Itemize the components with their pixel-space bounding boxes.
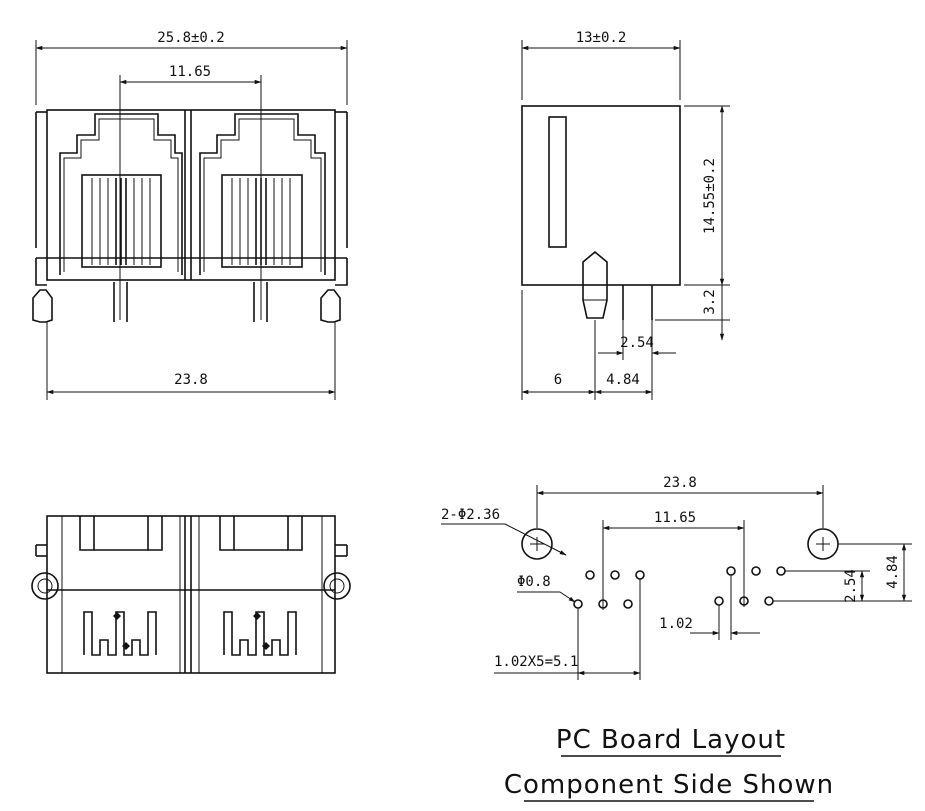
side-depth-dim: 13±0.2 [576, 30, 627, 46]
side-rear-offset-dim: 4.84 [606, 372, 640, 388]
side-front-offset-dim: 6 [554, 372, 562, 388]
pcb-pin-run-dim: 1.02X5=5.1 [494, 654, 578, 670]
pcb-pin-hole-dim: Φ0.8 [517, 574, 551, 590]
caption-component-side: Component Side Shown [504, 770, 834, 800]
pcb-mount-hole-dim: 2-Φ2.36 [441, 507, 500, 523]
front-width-dim: 25.8±0.2 [157, 30, 224, 46]
pcb-pin-pitch-dim: 1.02 [659, 616, 693, 632]
pcb-row-to-mount-dim: 4.84 [885, 555, 901, 589]
pcb-layout: 23.8 2-Φ2.36 11.65 Φ0.8 1.02 1.02X5=5.1 … [441, 475, 912, 680]
pcb-row-spacing-dim: 2.54 [843, 569, 859, 603]
mount-hole-left [521, 528, 553, 560]
front-pitch-dim: 11.65 [169, 64, 211, 80]
pin-holes-right [714, 566, 786, 606]
front-mount-span-dim: 23.8 [174, 372, 208, 388]
pcb-mount-span-dim: 23.8 [663, 475, 697, 491]
caption-block: PC Board Layout Component Side Shown [504, 725, 834, 802]
pin-holes-left [573, 570, 645, 609]
left-port-contacts [91, 178, 151, 265]
side-row-spacing-dim: 2.54 [620, 335, 654, 351]
caption-pcb-layout: PC Board Layout [556, 725, 786, 755]
side-view: 13±0.2 14.55±0.2 3.2 2.54 6 4.84 [521, 30, 730, 400]
rear-view [31, 515, 351, 674]
front-view: 25.8±0.2 11.65 23.8 [32, 30, 348, 400]
side-height-dim: 14.55±0.2 [702, 158, 718, 234]
pcb-pitch-dim: 11.65 [654, 510, 696, 526]
side-pin-length-dim: 3.2 [702, 289, 718, 314]
